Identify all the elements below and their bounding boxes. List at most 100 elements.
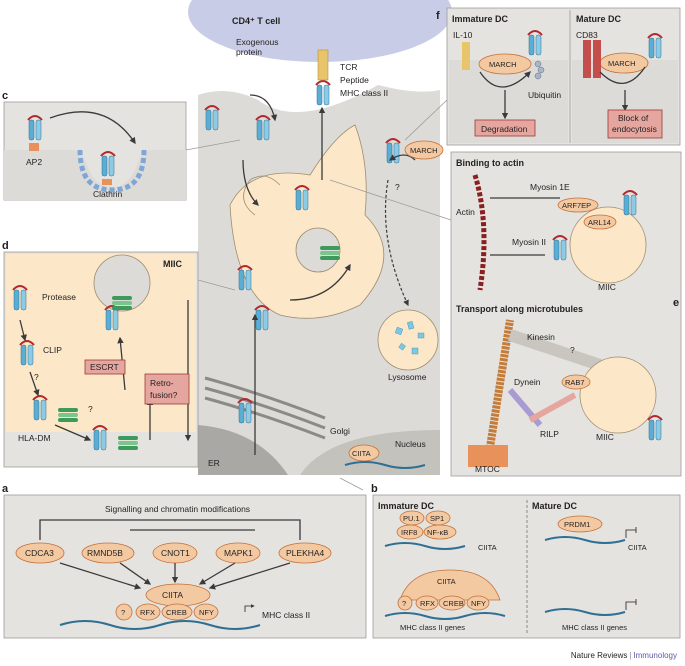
panel-d-miic: MIIC xyxy=(163,259,182,269)
block-endocytosis-1: Block of xyxy=(618,113,649,123)
clathrin-label: Clathrin xyxy=(93,189,123,199)
nucleus-label: Nucleus xyxy=(395,439,426,449)
rab7-label: RAB7 xyxy=(565,378,585,387)
panel-c: c AP2 Clathrin xyxy=(2,90,187,201)
mtoc-label: MTOC xyxy=(475,464,500,474)
panel-f-mature-title: Mature DC xyxy=(576,14,622,24)
cd83-label: CD83 xyxy=(576,30,598,40)
protease-label: Protease xyxy=(42,292,76,302)
arl14-label: ARL14 xyxy=(588,218,611,227)
block-endocytosis-2: endocytosis xyxy=(612,124,657,134)
node-mapk1: MAPK1 xyxy=(224,548,253,558)
panel-b-letter: b xyxy=(371,483,378,495)
mhc-class-ii-label: MHC class II xyxy=(340,88,388,98)
lysosome-label: Lysosome xyxy=(388,372,427,382)
retrofusion-label-2: fusion? xyxy=(150,390,178,400)
panel-b-genes-label: MHC class II genes xyxy=(400,623,465,632)
panel-e-letter: e xyxy=(673,297,679,309)
factor-prdm1: PRDM1 xyxy=(564,520,590,529)
panel-a-ciita: CIITA xyxy=(162,590,183,600)
t-cell-label: CD4⁺ T cell xyxy=(232,16,280,26)
panel-d-question: ? xyxy=(34,372,39,382)
retrofusion-label-1: Retro- xyxy=(150,378,174,388)
panel-b-genes-label-mature: MHC class II genes xyxy=(562,623,627,632)
tcr-label: TCR xyxy=(340,62,357,72)
factor-sp1: SP1 xyxy=(430,514,444,523)
golgi-label: Golgi xyxy=(330,426,350,436)
actin-label: Actin xyxy=(456,207,475,217)
panel-f-letter: f xyxy=(436,10,440,22)
panel-a: a Signalling and chromatin modifications… xyxy=(2,483,367,639)
panel-b-ciita-mature: CIITA xyxy=(628,543,647,552)
degradation-label: Degradation xyxy=(481,124,528,134)
panel-c-letter: c xyxy=(2,90,8,102)
ap2-label: AP2 xyxy=(26,157,42,167)
factor-unknown: ? xyxy=(121,608,125,617)
ubiquitin-label: Ubiquitin xyxy=(528,90,561,100)
il10-label: IL-10 xyxy=(453,30,473,40)
center-march-label: MARCH xyxy=(410,146,438,155)
node-cdca3: CDCA3 xyxy=(25,548,54,558)
exogenous-label-2: protein xyxy=(236,47,262,57)
panel-d: d MIIC Protease CLIP ? ? HLA-DM ESCRT Re… xyxy=(2,240,199,468)
factor-nfkb: NF-κB xyxy=(427,528,448,537)
transport-title: Transport along microtubules xyxy=(456,304,583,314)
panel-d-question-2: ? xyxy=(88,404,93,414)
panel-e-question: ? xyxy=(570,345,575,355)
node-plekha4: PLEKHA4 xyxy=(286,548,325,558)
myosin-1e-label: Myosin 1E xyxy=(530,182,570,192)
peptide-label: Peptide xyxy=(340,75,369,85)
center-question: ? xyxy=(395,182,400,192)
factor-rfx: RFX xyxy=(140,608,155,617)
kinesin-label: Kinesin xyxy=(527,332,555,342)
panel-a-nodes: CDCA3 RMND5B CNOT1 MAPK1 PLEKHA4 xyxy=(15,542,332,564)
binding-title: Binding to actin xyxy=(456,158,524,168)
panel-b: b Immature DC Mature DC PU.1 SP1 IRF8 NF… xyxy=(371,483,681,639)
panel-a-letter: a xyxy=(2,483,9,495)
complex-unknown: ? xyxy=(402,599,406,608)
factor-irf8: IRF8 xyxy=(401,528,417,537)
panel-b-mature-title: Mature DC xyxy=(532,501,578,511)
journal-name: Nature Reviews xyxy=(570,651,628,660)
factor-pu1: PU.1 xyxy=(403,514,420,523)
panel-f: f Immature DC Mature DC MARCH MARCH IL-1… xyxy=(436,7,681,146)
complex-nfy: NFY xyxy=(471,599,486,608)
journal-credit: Nature Reviews|Immunology xyxy=(571,651,677,660)
panel-d-letter: d xyxy=(2,240,9,252)
dynein-label: Dynein xyxy=(514,377,541,387)
panel-b-ciita-complex: CIITA xyxy=(437,577,456,586)
complex-rfx: RFX xyxy=(420,599,435,608)
escrt-label: ESCRT xyxy=(90,362,119,372)
node-rmnd5b: RMND5B xyxy=(87,548,123,558)
panel-b-immature-title: Immature DC xyxy=(378,501,435,511)
myosin-ii-label: Myosin II xyxy=(512,237,546,247)
node-cnot1: CNOT1 xyxy=(161,548,190,558)
central-cell: CD4⁺ T cell Lysosome Golgi ER Nucleus CI… xyxy=(188,0,452,475)
t-cell xyxy=(188,0,452,62)
panel-f-immature-title: Immature DC xyxy=(452,14,509,24)
panel-f-march-mature: MARCH xyxy=(608,59,636,68)
rilp-label: RILP xyxy=(540,429,559,439)
panel-f-march: MARCH xyxy=(489,60,517,69)
callout-lines xyxy=(185,99,452,491)
er-label: ER xyxy=(208,458,220,468)
panel-a-title: Signalling and chromatin modifications xyxy=(105,504,250,514)
credit-separator: | xyxy=(629,651,632,660)
factor-nfy: NFY xyxy=(199,608,214,617)
panel-e: e Binding to actin Myosin 1E ARF7EP ARL1… xyxy=(450,151,682,477)
lysosome xyxy=(377,309,439,371)
panel-b-ciita-gene: CIITA xyxy=(478,543,497,552)
miic-label-2: MIIC xyxy=(596,432,614,442)
exogenous-label: Exogenous xyxy=(236,37,279,47)
tcr xyxy=(317,49,329,81)
er xyxy=(198,425,288,475)
hla-dm-label: HLA-DM xyxy=(18,433,51,443)
arf7ep-label: ARF7EP xyxy=(562,201,591,210)
golgi xyxy=(204,376,326,440)
panel-a-factors: ? RFX CREB NFY xyxy=(115,603,219,621)
clip-label: CLIP xyxy=(43,345,62,355)
complex-creb: CREB xyxy=(443,599,464,608)
panel-a-gene: MHC class II xyxy=(262,610,310,620)
journal-section: Immunology xyxy=(633,651,677,660)
